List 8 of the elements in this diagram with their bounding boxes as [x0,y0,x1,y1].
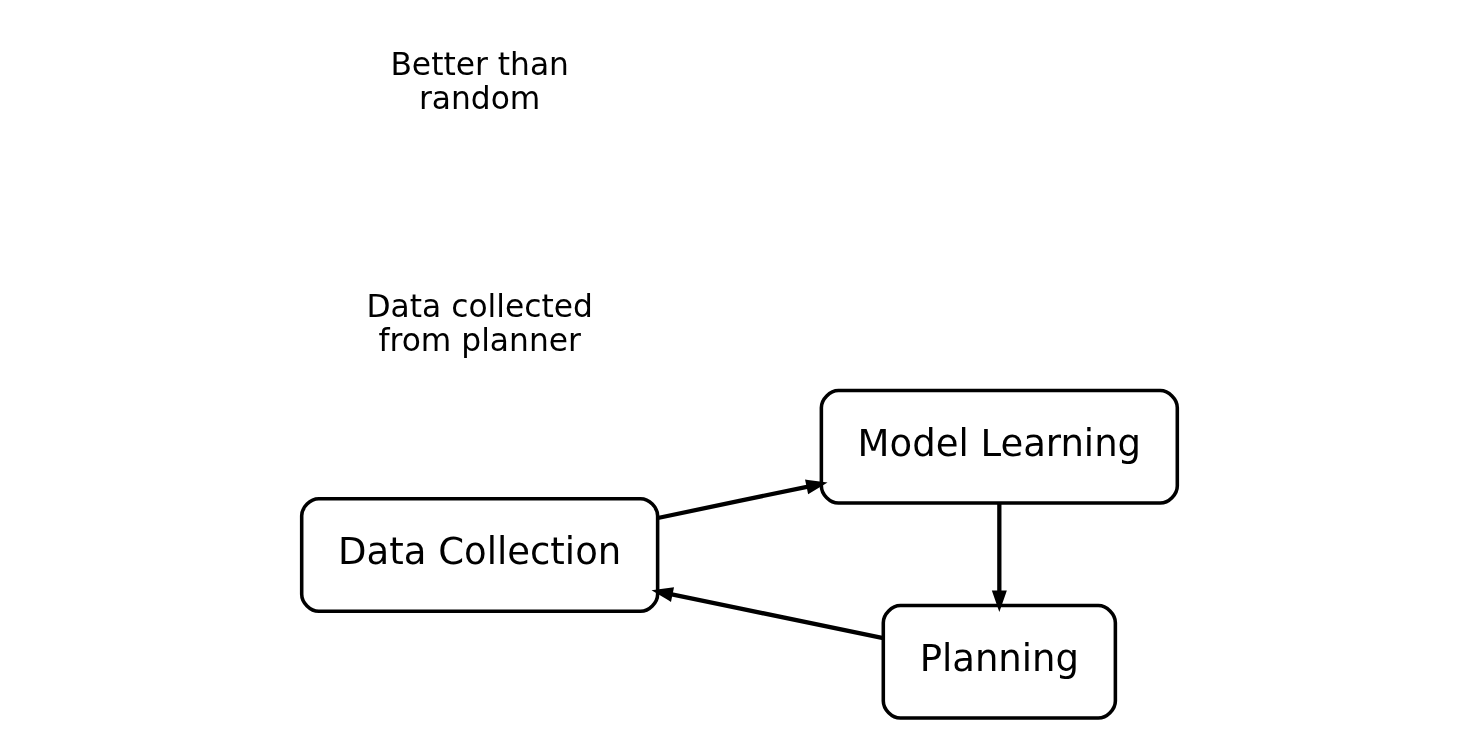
label: Better than random [389,45,569,116]
node-box: Model Learning [819,388,1179,505]
arrow [656,479,828,521]
node-box: Data Collection [299,497,659,613]
arrow [991,503,1007,612]
label: Data collected from planner [365,287,593,358]
arrow [651,587,884,641]
node-box: Planning [881,603,1117,720]
